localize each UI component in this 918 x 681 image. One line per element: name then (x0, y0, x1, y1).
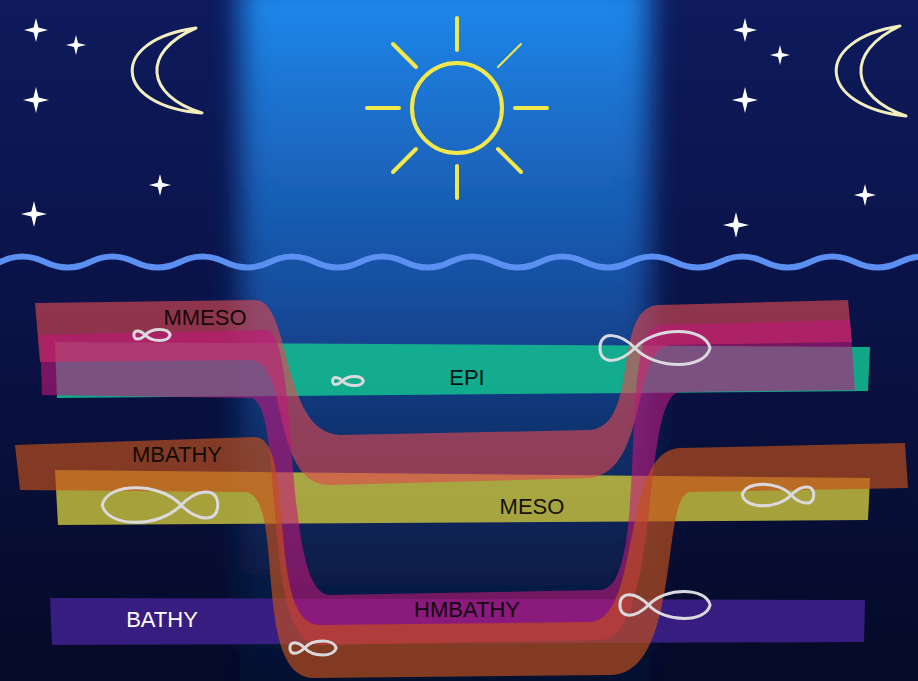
band-label: HMBATHY (414, 598, 520, 622)
depth-band: MBATHY (10, 432, 913, 681)
sea-surface (0, 257, 918, 268)
band-label: BATHY (126, 608, 198, 632)
moon (132, 26, 906, 116)
band-label: MBATHY (132, 443, 222, 467)
band-shape (10, 432, 913, 681)
sun (367, 18, 547, 198)
band-label: EPI (449, 366, 484, 390)
band-label: MMESO (163, 306, 246, 330)
fish (102, 330, 814, 655)
band-fill (15, 437, 908, 678)
band-label: MESO (500, 495, 565, 519)
stars (21, 18, 876, 238)
